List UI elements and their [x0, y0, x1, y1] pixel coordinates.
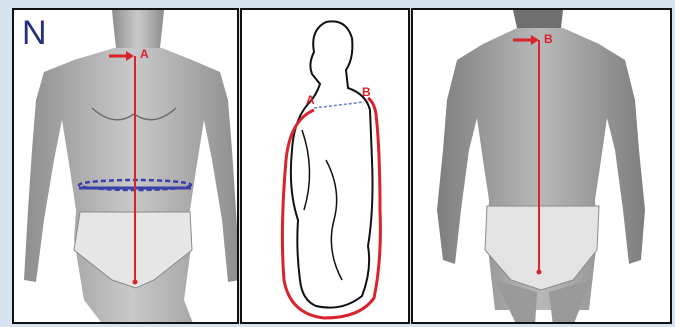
front-view-panel: N A — [12, 8, 239, 324]
side-body-illustration: A B — [242, 10, 410, 324]
back-view-panel: B — [411, 8, 672, 324]
point-a-label: A — [140, 47, 149, 61]
point-b-label: B — [544, 32, 553, 46]
side-label-b: B — [362, 85, 371, 99]
side-figure-outline — [291, 21, 373, 307]
back-body-illustration: B — [413, 10, 672, 324]
front-body-illustration: A — [14, 10, 239, 324]
side-label-a: A — [306, 93, 315, 107]
side-view-panel: A B — [240, 8, 410, 324]
ab-dashed-line — [314, 102, 364, 108]
